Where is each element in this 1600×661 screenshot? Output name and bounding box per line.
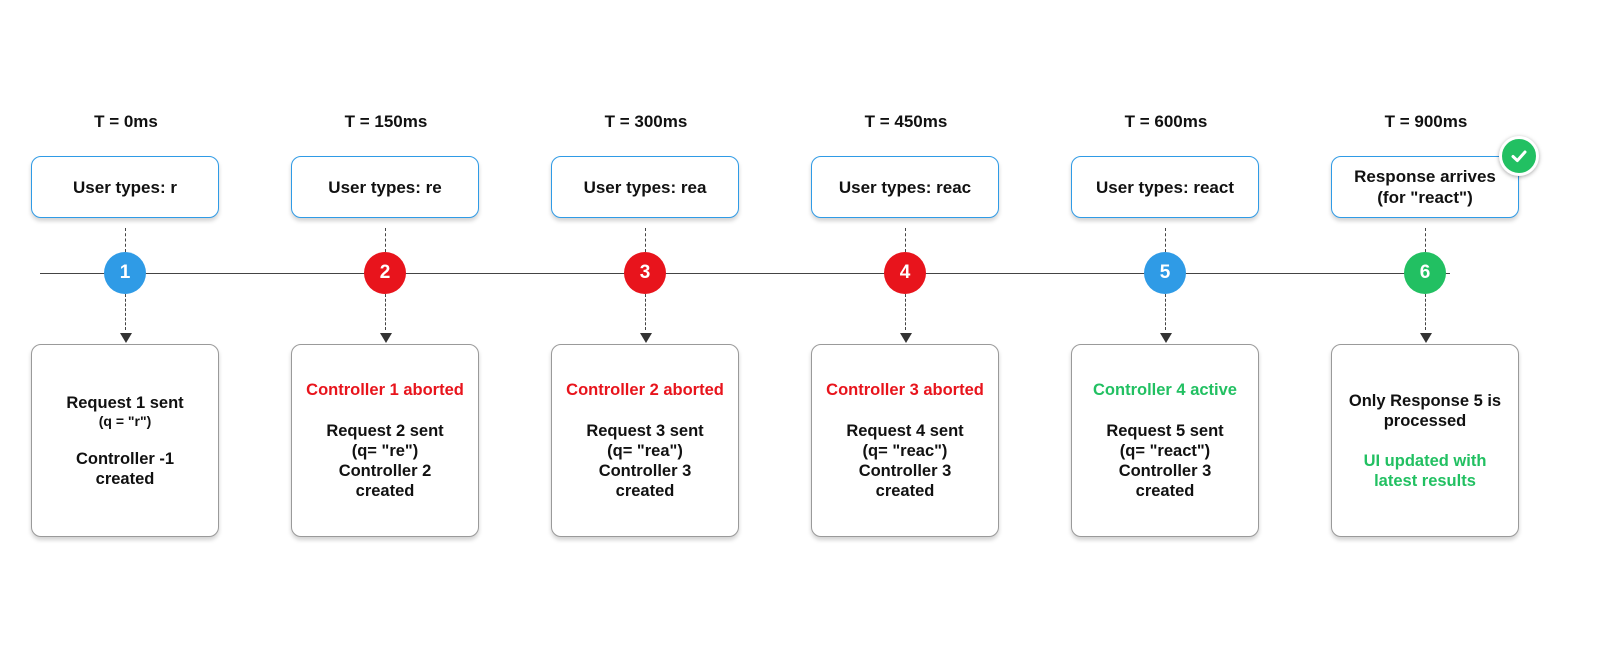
event-text: User types: react [1096, 177, 1234, 197]
connector-bottom [905, 294, 906, 330]
event-box: User types: reac [811, 156, 999, 218]
timeline-step-4: T = 450ms User types: reac 4 Controller … [811, 0, 1001, 661]
detail-box: Controller 3 aborted Request 4 sent (q= … [811, 344, 999, 537]
event-text: User types: re [328, 177, 442, 197]
step-number-circle: 3 [624, 252, 666, 294]
request-text: Request 3 sent [586, 422, 704, 440]
query-text: (q = "r") [98, 412, 152, 429]
event-box: User types: react [1071, 156, 1259, 218]
arrow-down-icon [380, 333, 392, 343]
step-number-circle: 5 [1144, 252, 1186, 294]
connector-bottom [645, 294, 646, 330]
connector-bottom [125, 294, 126, 330]
timeline-step-6: T = 900ms Response arrives (for "react")… [1331, 0, 1539, 661]
detail-box: Only Response 5 is processed UI updated … [1331, 344, 1519, 537]
query-text: (q= "re") [351, 442, 419, 460]
controller-text: Controller 2 created [338, 462, 432, 500]
checkmark-icon [1511, 150, 1527, 163]
time-label: T = 600ms [1124, 112, 1208, 131]
detail-box: Controller 4 active Request 5 sent (q= "… [1071, 344, 1259, 537]
step-number-circle: 1 [104, 252, 146, 294]
step-number-circle: 6 [1404, 252, 1446, 294]
detail-box: Request 1 sent (q = "r") Controller -1 c… [31, 344, 219, 537]
arrow-down-icon [900, 333, 912, 343]
request-text: Request 1 sent [66, 393, 184, 412]
event-text: User types: rea [583, 177, 707, 197]
connector-bottom [385, 294, 386, 330]
controller-text: Controller 3 created [598, 462, 692, 500]
detail-box: Controller 2 aborted Request 3 sent (q= … [551, 344, 739, 537]
time-label: T = 150ms [344, 112, 428, 131]
connector-top [905, 228, 906, 252]
connector-bottom [1165, 294, 1166, 330]
event-text: Response arrives (for "react") [1354, 167, 1496, 207]
arrow-down-icon [1420, 333, 1432, 343]
query-text: (q= "reac") [862, 442, 948, 460]
request-text: Request 2 sent [326, 422, 444, 440]
event-text: User types: reac [838, 177, 972, 197]
time-label: T = 0ms [94, 112, 158, 131]
ui-update-text: UI updated with latest results [1363, 451, 1487, 490]
arrow-down-icon [640, 333, 652, 343]
request-text: Request 4 sent [846, 422, 964, 440]
step-number-circle: 4 [884, 252, 926, 294]
controller-status: Controller 2 aborted [566, 381, 724, 399]
timeline-axis [40, 273, 1450, 274]
query-text: (q= "react") [1119, 442, 1211, 460]
step-number-circle: 2 [364, 252, 406, 294]
connector-top [645, 228, 646, 252]
query-text: (q= "rea") [607, 442, 683, 460]
controller-status: Controller 4 active [1093, 381, 1237, 399]
controller-text: Controller 3 created [858, 462, 952, 500]
arrow-down-icon [1160, 333, 1172, 343]
event-box: User types: re [291, 156, 479, 218]
time-label: T = 900ms [1384, 112, 1468, 131]
event-box: User types: rea [551, 156, 739, 218]
controller-text: Controller -1 created [75, 449, 175, 488]
connector-top [125, 228, 126, 252]
detail-box: Controller 1 aborted Request 2 sent (q= … [291, 344, 479, 537]
timeline-step-2: T = 150ms User types: re 2 Controller 1 … [291, 0, 481, 661]
arrow-down-icon [120, 333, 132, 343]
time-label: T = 300ms [604, 112, 688, 131]
connector-top [1165, 228, 1166, 252]
timeline-step-3: T = 300ms User types: rea 3 Controller 2… [551, 0, 741, 661]
timeline-step-1: T = 0ms User types: r 1 Request 1 sent (… [31, 0, 221, 661]
connector-top [385, 228, 386, 252]
event-box: User types: r [31, 156, 219, 218]
connector-top [1425, 228, 1426, 252]
event-text: User types: r [73, 177, 177, 197]
event-box: Response arrives (for "react") [1331, 156, 1519, 218]
check-circle-icon [1499, 136, 1539, 176]
controller-status: Controller 1 aborted [306, 381, 464, 399]
timeline-step-5: T = 600ms User types: react 5 Controller… [1071, 0, 1261, 661]
time-label: T = 450ms [864, 112, 948, 131]
result-text: Only Response 5 is processed [1348, 391, 1502, 430]
controller-text: Controller 3 created [1118, 462, 1212, 500]
connector-bottom [1425, 294, 1426, 330]
request-text: Request 5 sent [1106, 422, 1224, 440]
controller-status: Controller 3 aborted [826, 381, 984, 399]
